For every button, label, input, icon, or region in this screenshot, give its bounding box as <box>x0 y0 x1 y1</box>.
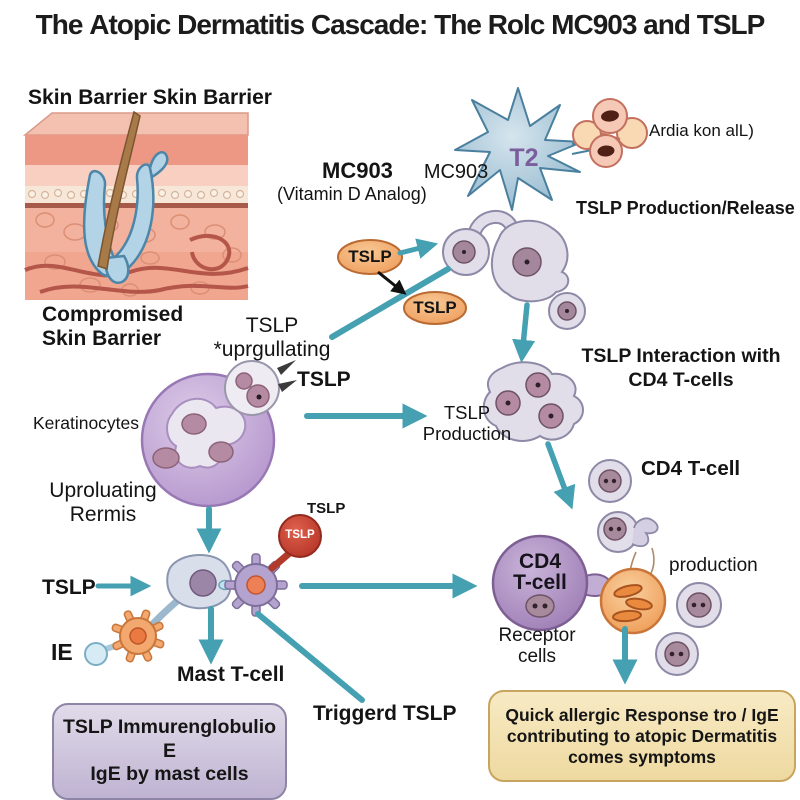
tslp-production-release-label: TSLP Production/Release <box>576 198 795 218</box>
skin-cross-section-illustration <box>22 110 249 300</box>
triggered-tslp-label: Triggerd TSLP <box>313 702 457 725</box>
tslp-ball-label: TSLP <box>285 529 315 541</box>
upper-cell-cluster <box>442 209 586 330</box>
cd4-receptor-cell <box>491 534 615 632</box>
tslp-pointer-label: TSLP <box>297 368 351 391</box>
keratinocyte-cell <box>140 360 297 508</box>
keratinocytes-label: Keratinocytes <box>33 413 140 433</box>
cd4-tcell-small <box>655 632 699 676</box>
tslp-red-ball <box>278 514 322 558</box>
compromised-skin-label: Compromised Skin Barrier <box>42 303 184 350</box>
allergen-cluster-label: Ardia kon alL) <box>649 121 754 140</box>
t2-cell-label: T2 <box>509 144 539 172</box>
title-suffix: Cascade: The Rolc MC903 and TSLP <box>304 9 765 40</box>
uproluating-rermis-label: Uproluating Rermis <box>49 479 157 526</box>
blood-vessels <box>24 233 249 294</box>
mc903-label: MC903 MC903 <box>322 158 489 183</box>
title-prefix: The <box>35 9 90 40</box>
receptor-cells-label: Receptor cells <box>498 625 576 668</box>
page-title: The Atopic Dermatitis Cascade: The Rolc … <box>0 9 800 41</box>
connector-lines <box>255 266 451 703</box>
tslp-pointer-spike <box>278 380 297 392</box>
skin-barrier-label: Skin Barrier Skin Barrier <box>28 86 272 109</box>
tslp-production-label: TSLP Production <box>422 402 512 444</box>
tslp-oval2-label: TSLP <box>413 298 457 317</box>
ige-ball <box>84 642 108 666</box>
tslp-to-tslp-arrow <box>377 270 407 295</box>
mast-tcell-label: Mast T-cell <box>177 663 285 686</box>
cd4-tcell-small <box>676 582 722 628</box>
tslp-interaction-label: TSLP Interaction with CD4 T-cells <box>581 345 781 392</box>
allergen-cell-cluster <box>572 98 648 168</box>
ie-label: IE <box>51 639 73 665</box>
antigen-presenting-orange-cell <box>599 567 667 635</box>
ige-outcome-box: TSLP Immurenglobulio E IgE by mast cells <box>52 703 287 800</box>
mast-cell-complex <box>84 514 322 666</box>
production-label: production <box>669 555 758 576</box>
cd4-receptor-inner-label: CD4 T-cell <box>513 550 567 594</box>
flow-arrows <box>95 238 638 685</box>
hair-shaft <box>97 110 141 270</box>
vitamin-d-analog-label: (Vitamin D Analog) <box>277 184 427 204</box>
tslp-molecule-oval <box>337 239 467 325</box>
tslp-pointer-spike <box>277 360 296 375</box>
tslp-production-cell <box>482 361 584 442</box>
mast-gear-cell <box>224 553 288 617</box>
title-emphasis: Atopic Dermatitis <box>89 9 305 40</box>
tslp-upregulating-label: TSLP *uprgullating <box>213 314 331 361</box>
ige-gear-cell <box>111 609 165 663</box>
cd4-tcell-small <box>588 459 632 503</box>
tslp-oval1-label: TSLP <box>348 247 392 266</box>
tslp-ball-caption: TSLP <box>307 500 346 517</box>
cd4-tcell-label: CD4 T-cell <box>641 457 741 480</box>
tslp-input-label: TSLP <box>42 576 96 599</box>
allergic-response-box: Quick allergic Response tro / IgE contri… <box>488 690 796 782</box>
